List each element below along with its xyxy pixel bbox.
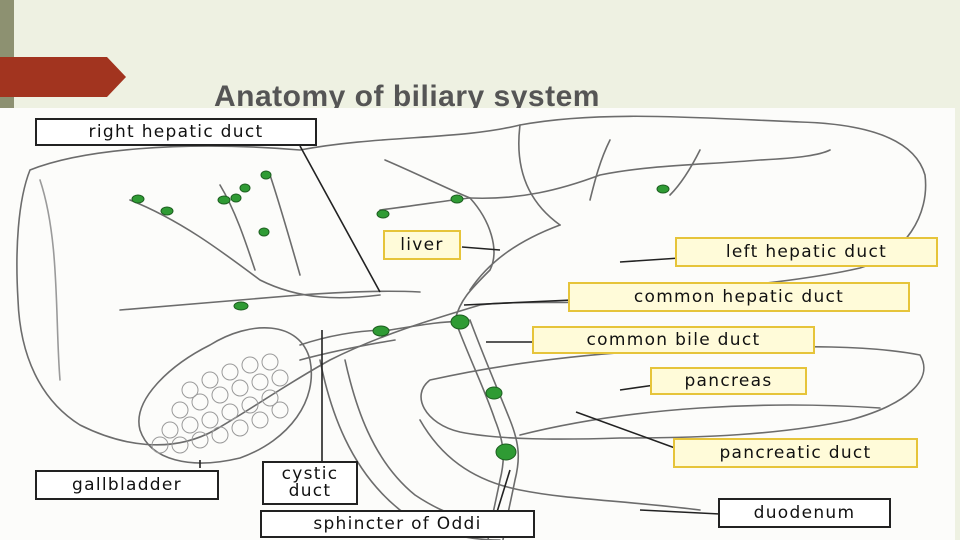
slide-title: Anatomy of biliary system	[214, 80, 600, 113]
biliary-diagram: right hepatic duct liver left hepatic du…	[0, 108, 955, 540]
duct-node	[376, 209, 390, 219]
label-common-hepatic-duct: common hepatic duct	[568, 282, 910, 312]
label-right-hepatic-duct: right hepatic duct	[35, 118, 317, 146]
label-pancreas: pancreas	[650, 367, 807, 395]
accent-arrow-icon	[0, 57, 126, 97]
label-left-hepatic-duct: left hepatic duct	[675, 237, 938, 267]
duct-node	[239, 183, 251, 193]
duct-node	[258, 227, 270, 237]
label-sphincter-of-oddi: sphincter of Oddi	[260, 510, 535, 538]
liver-outline	[16, 115, 927, 446]
label-pancreatic-duct: pancreatic duct	[673, 438, 918, 468]
label-cystic-duct: cystic duct	[262, 461, 358, 505]
label-cystic-duct-line2: duct	[288, 481, 332, 501]
duct-node	[131, 194, 145, 204]
duct-node	[160, 206, 174, 216]
duct-node	[372, 325, 390, 337]
duct-node	[485, 386, 503, 400]
duct-node	[230, 193, 242, 203]
duct-node	[656, 184, 670, 194]
duct-node	[260, 170, 272, 180]
label-gallbladder: gallbladder	[35, 470, 219, 500]
duct-node	[217, 195, 231, 205]
duct-node	[233, 301, 249, 311]
label-duodenum: duodenum	[718, 498, 891, 528]
label-cystic-duct-line1: cystic	[281, 464, 339, 484]
duct-node	[495, 443, 517, 461]
duct-node	[450, 314, 470, 330]
duct-node	[450, 194, 464, 204]
label-common-bile-duct: common bile duct	[532, 326, 815, 354]
gallbladder-outline	[138, 327, 313, 464]
label-liver: liver	[383, 230, 461, 260]
